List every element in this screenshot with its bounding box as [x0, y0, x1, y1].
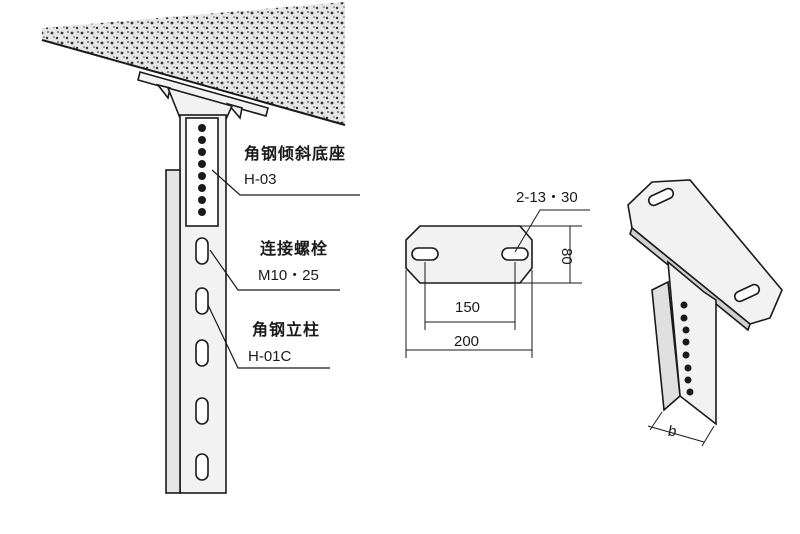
plate-spacing-label: 150: [455, 299, 481, 316]
column-code-label: H-01C: [248, 348, 292, 365]
column-name-label: 角钢立柱: [252, 320, 321, 339]
plate-dimensions: [405, 209, 590, 358]
plate-height-label: 80: [558, 248, 575, 265]
plate-width-label: 200: [454, 333, 480, 350]
bolt-code-label: M10・25: [258, 267, 319, 284]
plate-holes-label: 2-13・30: [516, 189, 578, 206]
flange-dimension: [647, 411, 715, 447]
base-bolt-holes: [198, 124, 206, 216]
leader-lines: [207, 169, 360, 369]
flange-label: b: [668, 423, 677, 440]
isometric-bracket: [627, 179, 783, 447]
column-slots: [195, 237, 209, 481]
base-code-label: H-03: [244, 171, 277, 188]
bolt-name-label: 连接螺栓: [260, 239, 329, 258]
base-name-label: 角钢倾斜底座: [244, 144, 347, 163]
bracket-holes: [680, 301, 694, 396]
ceiling-slab: [41, 2, 346, 126]
plate-plan-view: [405, 209, 590, 358]
angle-column: [165, 114, 227, 494]
